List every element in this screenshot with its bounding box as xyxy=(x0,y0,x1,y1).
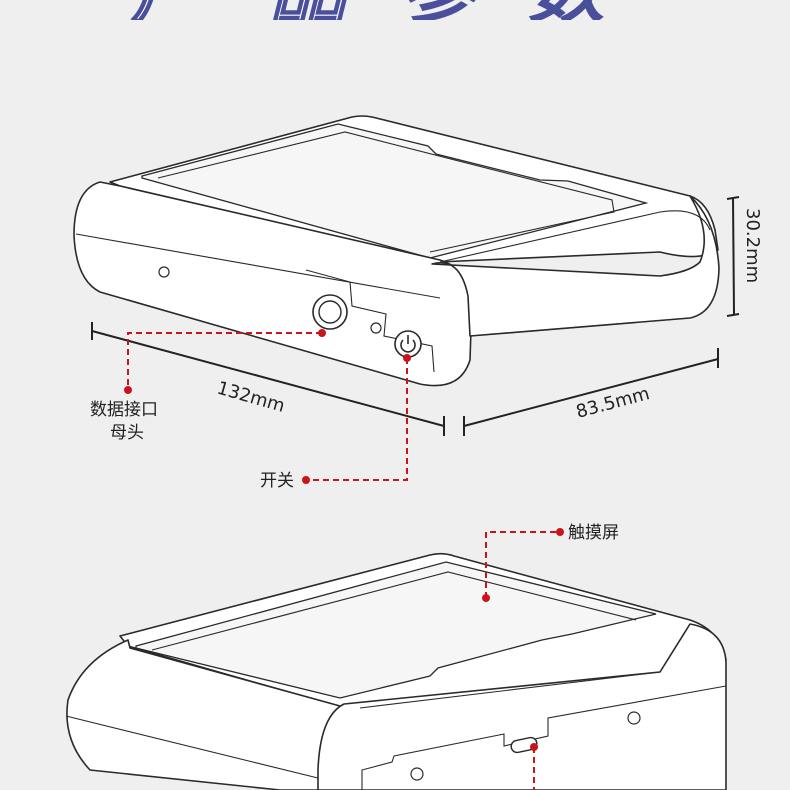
title-char-3: 参 xyxy=(400,0,484,34)
length-label: 132mm xyxy=(215,378,288,417)
width-label: 83.5mm xyxy=(574,383,652,423)
power-switch-label: 开关 xyxy=(260,471,294,491)
back-rear-face xyxy=(317,623,727,790)
device-right-side xyxy=(431,195,720,337)
device-screen-area xyxy=(141,123,649,259)
title-char-1: 产 xyxy=(132,0,216,34)
back-screen-area xyxy=(135,561,657,699)
height-label: 30.2mm xyxy=(742,208,763,283)
front-seam-line xyxy=(75,233,441,299)
screw-right xyxy=(370,322,382,334)
page-title: 产 品 参 数 xyxy=(131,0,614,34)
back-screw-right xyxy=(627,711,641,725)
back-left-seam xyxy=(65,715,327,781)
data-port-label-line1: 数据接口 xyxy=(90,400,158,420)
title-char-4: 数 xyxy=(528,0,614,34)
back-rear-seam xyxy=(359,671,661,709)
dimension-height: 30.2mm xyxy=(726,196,763,317)
callout-data-port: 数据接口 母头 xyxy=(90,329,326,443)
back-port-panel xyxy=(361,685,727,790)
callout-back-port xyxy=(530,743,538,790)
callout-touch-screen: 触摸屏 xyxy=(482,523,619,602)
data-port-inner xyxy=(318,300,342,324)
callout-power-switch: 开关 xyxy=(260,354,411,491)
touch-screen-label: 触摸屏 xyxy=(568,523,619,543)
device-back-view xyxy=(65,552,727,790)
back-screen-inner-edge xyxy=(151,571,637,651)
side-top-edge xyxy=(439,210,711,263)
screw-left xyxy=(158,266,170,278)
port-panel-outline xyxy=(305,269,435,373)
power-icon xyxy=(400,335,416,353)
title-char-2: 品 xyxy=(270,0,349,34)
back-screw-left xyxy=(410,767,424,781)
data-port-label-line2: 母头 xyxy=(110,423,144,443)
dimension-width: 83.5mm xyxy=(463,348,719,436)
screen-inner-edge xyxy=(157,131,615,253)
device-front-view xyxy=(73,115,720,387)
side-edge-line xyxy=(469,317,691,337)
